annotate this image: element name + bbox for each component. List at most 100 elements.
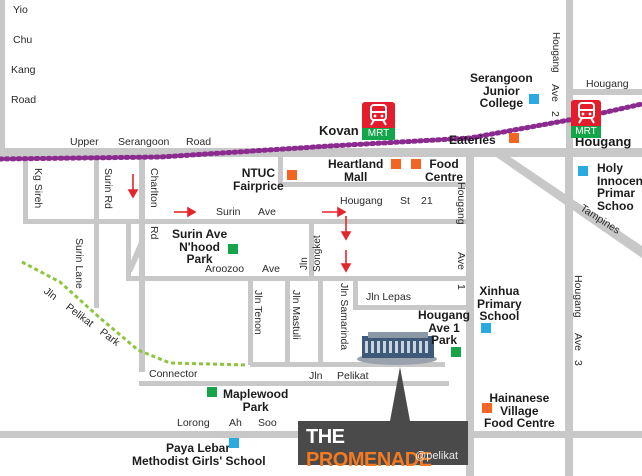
promo-title-part2: PROMENADE	[306, 449, 432, 471]
road-jln-lepas	[353, 305, 467, 310]
road-jln-mastuli	[285, 279, 290, 365]
road-jln-samarinda	[318, 279, 323, 365]
promenade-banner: THE PROMENADE @pelikat	[298, 421, 468, 471]
label-xinhua: Xinhua Primary School	[477, 285, 522, 323]
label-hap-3: Park	[430, 333, 458, 348]
road-yio-chu-kang	[0, 0, 5, 152]
label-hougang-ave-3-a: Hougang	[572, 275, 584, 318]
label-chu: Chu	[13, 34, 33, 46]
road-hougang-ave-1	[466, 157, 474, 476]
mrt-station-kovan: MRT	[362, 102, 395, 142]
amenity-marker-food-centre	[411, 159, 421, 169]
label-hougang-ave-2-c: 2	[549, 111, 561, 117]
label-paya-1: Paya Lebar	[165, 441, 231, 455]
label-kang: Kang	[11, 64, 36, 76]
school-marker-serangoon-jc	[529, 94, 539, 104]
label-road-2: Road	[186, 136, 212, 148]
label-surin-ave: Ave	[258, 206, 276, 218]
label-kg-sireh: Kg Sireh	[32, 168, 44, 209]
school-marker-holy-innocents	[578, 166, 588, 176]
label-heartland-1: Heartland	[328, 157, 384, 171]
label-ntuc-2: Fairprice	[233, 178, 284, 193]
road-hougang-st-21	[278, 182, 466, 187]
label-eateries: Eateries	[449, 133, 496, 147]
label-jln-mastuli: Jln Mastuli	[290, 290, 302, 340]
label-food-centre: Food Centre	[425, 158, 463, 183]
label-hougang-ave-2-b: Ave	[549, 84, 561, 102]
mrt-hougang-bg	[571, 100, 601, 128]
label-kovan: Kovan	[319, 123, 359, 138]
label-hougang-st: Hougang	[340, 195, 383, 207]
road-surin-rd	[94, 157, 99, 308]
label-hap-1: Hougang	[418, 308, 470, 322]
label-surin-park: Surin Ave N'hood Park	[172, 228, 227, 266]
label-jln-songket-1: Jln	[299, 257, 310, 270]
promo-title: THE PROMENADE	[306, 426, 468, 472]
mrt-kovan-label: MRT	[362, 128, 395, 140]
label-holy-4: Schoo	[597, 198, 634, 213]
label-serangoon-jc-3: College	[479, 96, 523, 111]
label-jln-tenon: Jln Tenon	[252, 290, 264, 335]
label-serangoon: Serangoon	[118, 136, 170, 148]
park-marker-maplewood	[207, 387, 217, 397]
promo-pointer	[390, 367, 410, 421]
road-jln-tenon	[248, 279, 253, 365]
road-ntuc-spur	[278, 157, 283, 187]
label-jln-lepas: Jln Lepas	[366, 291, 411, 303]
park-marker-surin	[228, 244, 238, 254]
label-hougang-ave-3-c: 3	[572, 360, 584, 366]
label-paya-lebar: Paya Lebar Methodist Girls' School	[132, 441, 266, 468]
label-food-2: Centre	[425, 169, 464, 184]
label-maplewood-1: Maplewood	[223, 387, 289, 401]
label-hougang-ave-3-b: Ave	[572, 333, 584, 351]
label-holy-innocents: Holy Innocen Primar Schoo	[597, 162, 642, 212]
school-marker-paya-lebar	[229, 438, 239, 448]
label-hougang-mrt: Hougang	[575, 134, 632, 149]
label-jln-pelikat-1: Jln	[309, 370, 323, 382]
label-surin-park-2: N'hood	[179, 239, 220, 254]
label-st: St	[400, 195, 410, 207]
label-serangoon-jc-2: Junior	[483, 83, 520, 98]
label-food-1: Food	[429, 157, 459, 171]
label-yio: Yio	[13, 4, 28, 16]
road-charlton	[139, 157, 145, 372]
label-heartland-mall: Heartland Mall	[328, 158, 383, 183]
label-holy-3: Primar	[597, 186, 636, 201]
road-jln-lepas-spur	[353, 279, 358, 309]
label-maplewood-park: Maplewood Park	[223, 388, 288, 413]
traffic-arrows	[127, 174, 352, 273]
road-charlton-spur	[126, 222, 131, 276]
label-21: 21	[421, 195, 433, 207]
label-ntuc: NTUC Fairprice	[233, 167, 284, 192]
mrt-kovan-bg	[362, 102, 395, 130]
label-ah: Ah	[229, 417, 242, 429]
label-hainanese-2: Village	[500, 403, 539, 418]
label-hainanese-3: Food Centre	[484, 416, 555, 431]
label-hougang-ave-1-b: Ave	[455, 252, 467, 270]
amenity-marker-hainanese	[482, 403, 492, 413]
mrt-hougang-label: MRT	[571, 126, 601, 138]
label-paya-2: Methodist Girls' School	[132, 453, 266, 468]
train-icon	[370, 104, 387, 126]
park-connector	[21, 260, 249, 367]
park-marker-hougang-ave-1	[451, 347, 461, 357]
label-holy-1: Holy	[597, 161, 624, 175]
label-surin: Surin	[216, 206, 241, 218]
label-jln-songket-2: Songket	[312, 235, 323, 272]
label-aroozoo: Aroozoo	[205, 263, 245, 275]
amenity-marker-eateries	[509, 133, 519, 143]
road-jln-pelikat	[250, 362, 445, 367]
label-surin-rd: Surin Rd	[102, 168, 114, 209]
label-holy-2: Innocen	[597, 173, 642, 188]
road-connector	[139, 381, 449, 386]
school-marker-xinhua	[481, 323, 491, 333]
road-surin-ave	[27, 219, 467, 224]
label-hainanese: Hainanese Village Food Centre	[484, 392, 555, 430]
road-kg-sireh	[23, 157, 28, 224]
label-charlton: Charlton	[148, 168, 160, 208]
label-surin-park-3: Park	[186, 252, 213, 267]
road-upper-serangoon	[0, 148, 642, 157]
promenade-building	[357, 332, 437, 365]
